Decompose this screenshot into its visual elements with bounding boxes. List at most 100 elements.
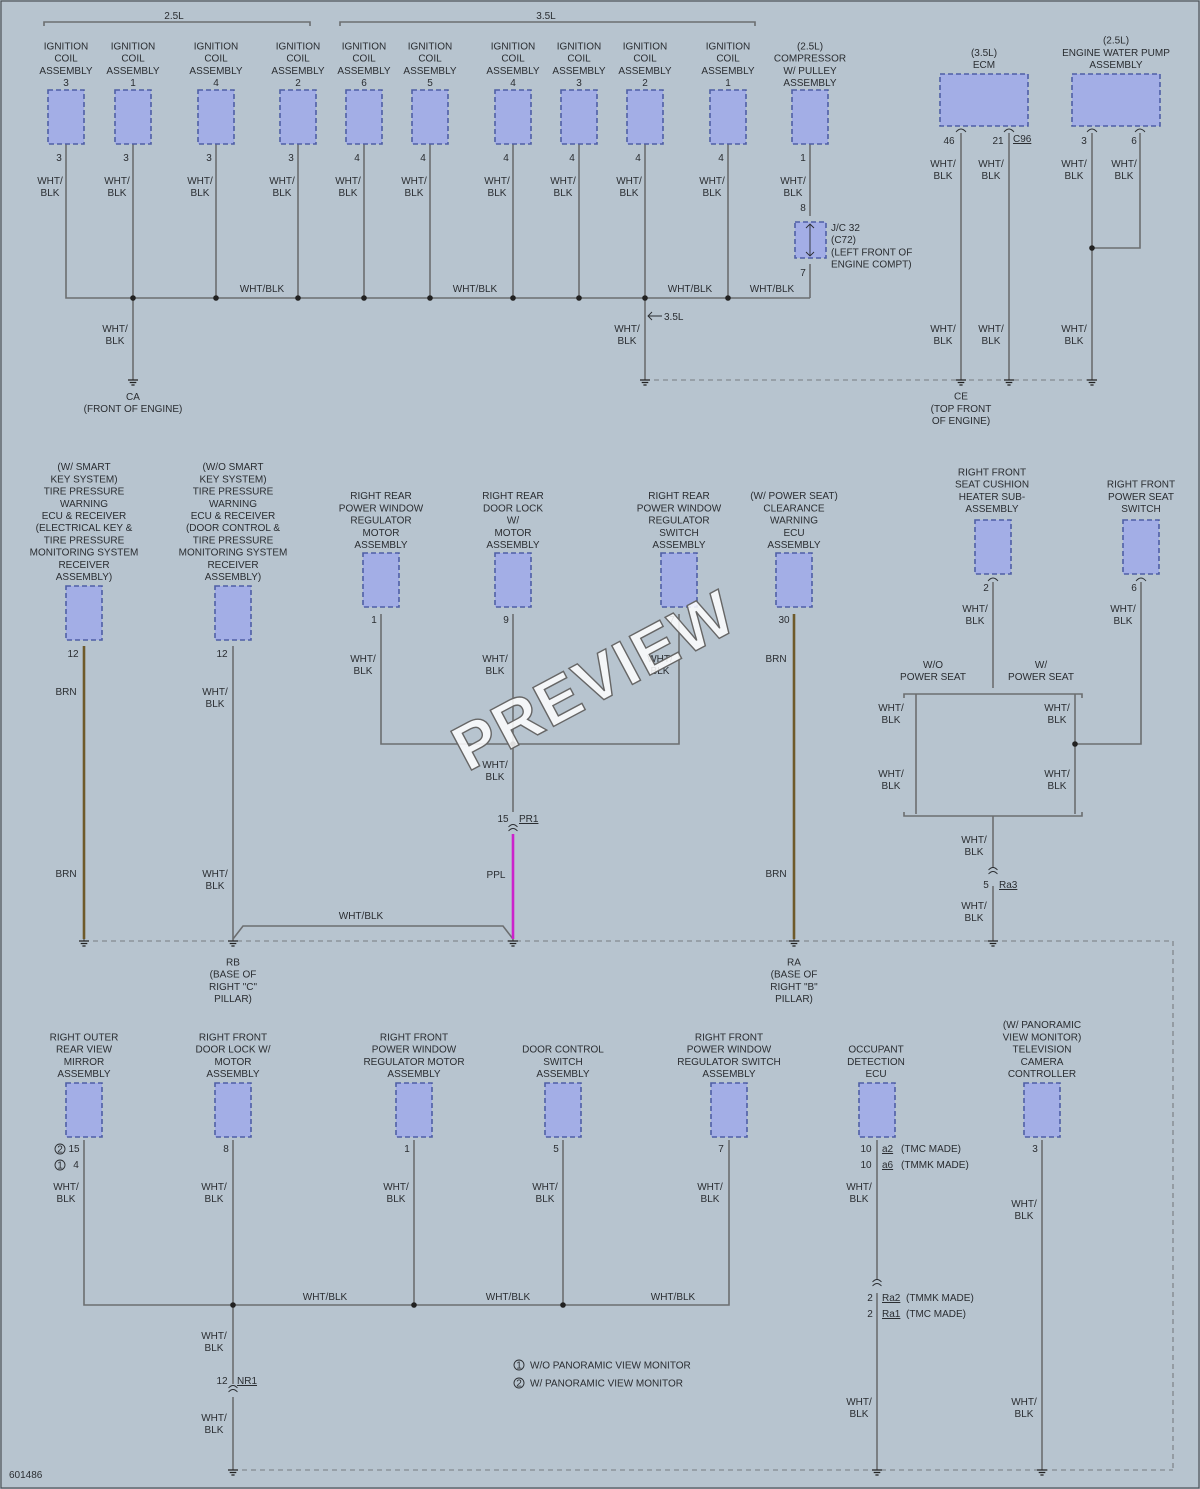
ignition-coil-coil_25_4-pin: 3 xyxy=(206,153,212,164)
wire-color-coil_35_5-2: BLK xyxy=(405,188,424,199)
wire-color-rf-window-switch-1: WHT/ xyxy=(697,1182,723,1193)
connector-nr1 xyxy=(228,1385,238,1393)
tpms-nosmart-label-7: MONITORING SYSTEM xyxy=(179,548,288,559)
ignition-coil-coil_35_5-label-1: COIL xyxy=(418,54,442,65)
tpms-smart-pin: 12 xyxy=(67,649,79,660)
wire-color-ra3-upper-1: WHT/ xyxy=(961,835,987,846)
rr-window-motor-pin: 1 xyxy=(371,615,377,626)
connector-ra1-pin: 2 xyxy=(867,1309,873,1320)
wire-color-coil_25_1-1: WHT/ xyxy=(104,176,130,187)
wire-color-w-2-2: BLK xyxy=(1048,781,1067,792)
water-pump-label-0: (2.5L) xyxy=(1103,36,1129,47)
water-pump-label-1: ENGINE WATER PUMP xyxy=(1062,48,1170,59)
wire-color-wo-2-2: BLK xyxy=(882,781,901,792)
wire-color-coil_35_1-2: BLK xyxy=(703,188,722,199)
outer-mirror-label-0: RIGHT OUTER xyxy=(50,1032,119,1043)
wire-color-coil_35_2-1: WHT/ xyxy=(616,176,642,187)
ignition-coil-coil_35_4-label-3: 4 xyxy=(510,78,516,89)
ignition-coil-coil_35_1-box xyxy=(709,89,747,145)
wire-color-coil_25_3-2: BLK xyxy=(41,188,60,199)
connector-nr1-id: NR1 xyxy=(237,1376,257,1387)
ground-rb-label-0: RB xyxy=(226,957,240,968)
wire-color-outer-mirror-1: WHT/ xyxy=(53,1182,79,1193)
ground-ra-label-1: (BASE OF xyxy=(771,970,818,981)
ground-ce-label-2: OF ENGINE) xyxy=(932,416,990,427)
conn-arc-1009 xyxy=(1003,128,1015,133)
connector-pr1-pin: 15 xyxy=(497,814,509,825)
ignition-coil-coil_25_4-label-0: IGNITION xyxy=(194,41,238,52)
ground-rb-label-1: (BASE OF xyxy=(210,970,257,981)
rf-window-switch-label-2: REGULATOR SWITCH xyxy=(677,1057,781,1068)
bracket-3-5l xyxy=(339,21,756,26)
door-control-switch-pin: 5 xyxy=(553,1144,559,1155)
rf-door-lock-label-3: ASSEMBLY xyxy=(206,1069,259,1080)
ground-ca-label-0: CA xyxy=(126,392,140,403)
tpms-nosmart-label-0: (W/O SMART xyxy=(203,462,264,473)
ground-camera xyxy=(1037,1469,1047,1476)
tpms-smart-label-7: MONITORING SYSTEM xyxy=(30,548,139,559)
tpms-smart-label-3: WARNING xyxy=(60,499,108,510)
seat-heater-label-1: SEAT CUSHION xyxy=(955,480,1029,491)
wire-color-nr1-lower-1: WHT/ xyxy=(201,1413,227,1424)
ecm-connector-c96: C96 xyxy=(1013,134,1032,145)
wire-color-ra3-upper-2: BLK xyxy=(965,847,984,858)
wire-color-pump-6-2: BLK xyxy=(1115,171,1134,182)
connector-ra2-id: Ra2 xyxy=(882,1293,901,1304)
door-control-switch-label-1: SWITCH xyxy=(543,1057,582,1068)
ignition-coil-coil_35_1-label-1: COIL xyxy=(716,54,740,65)
rr-window-switch-pin: 7 xyxy=(669,615,675,626)
camera-controller-pin: 3 xyxy=(1032,1144,1038,1155)
wire-color-ecm-46-1: WHT/ xyxy=(930,159,956,170)
outer-mirror-box xyxy=(65,1082,103,1138)
connector-ra1-id: Ra1 xyxy=(882,1309,901,1320)
ignition-coil-coil_35_2-pin: 4 xyxy=(635,153,641,164)
connector-ra2-note: (TMMK MADE) xyxy=(906,1293,974,1304)
outer-mirror-pin-4: 4 xyxy=(73,1160,79,1171)
splice-front-414 xyxy=(411,1302,417,1308)
connector-ra2-ra1 xyxy=(872,1279,882,1287)
wire-color-pump-3-1: WHT/ xyxy=(1061,159,1087,170)
bracket-2-5l xyxy=(43,21,311,26)
ignition-coil-coil_25_2-box xyxy=(279,89,317,145)
wire-color-coil_25_1-2: BLK xyxy=(108,188,127,199)
rr-door-lock-label-0: RIGHT REAR xyxy=(482,491,544,502)
seat-heater-conn xyxy=(987,577,999,582)
occupant-ecu-pin-a2: 10 xyxy=(860,1144,872,1155)
ground-rb-label-3: PILLAR) xyxy=(214,994,252,1005)
ignition-coil-coil_35_3-box xyxy=(560,89,598,145)
ignition-coil-coil_35_1-label-2: ASSEMBLY xyxy=(701,66,754,77)
outer-mirror-marker-1: 1 xyxy=(57,1161,63,1172)
split-w-power-seat-label-0: W/ xyxy=(1035,660,1047,671)
wire-color-pump-low-2: BLK xyxy=(1065,336,1084,347)
ignition-coil-coil_35_5-label-2: ASSEMBLY xyxy=(403,66,456,77)
ignition-coil-coil_25_4-box xyxy=(197,89,235,145)
ground-ce-1009 xyxy=(1004,379,1014,386)
wire-color-seat-brn-1: BRN xyxy=(765,654,786,665)
ignition-coil-coil_35_6-pin: 4 xyxy=(354,153,360,164)
wire-color-door-control-switch-1: WHT/ xyxy=(532,1182,558,1193)
tpms-nosmart-label-3: WARNING xyxy=(209,499,257,510)
ignition-coil-coil_25_2-label-0: IGNITION xyxy=(276,41,320,52)
wire-color-ecm-21-low-1: WHT/ xyxy=(978,324,1004,335)
ground-tpms xyxy=(79,940,89,947)
splice-front-563 xyxy=(560,1302,566,1308)
legend-symbol-2-ring xyxy=(513,1377,525,1389)
split-wo-power-seat-label-1: POWER SEAT xyxy=(900,672,966,683)
tpms-smart-label-9: ASSEMBLY) xyxy=(56,572,113,583)
rr-window-switch-label-1: POWER WINDOW xyxy=(637,503,722,514)
camera-controller-label-0: (W/ PANORAMIC xyxy=(1003,1020,1081,1031)
ground-ce-label-1: (TOP FRONT xyxy=(931,404,992,415)
branch-arrow xyxy=(647,311,662,321)
rr-window-switch-box xyxy=(660,552,698,608)
wire-color-ecm-21-2: BLK xyxy=(982,171,1001,182)
legend-text-1: W/O PANORAMIC VIEW MONITOR xyxy=(530,1361,691,1372)
bus-wire-label-2: WHT/BLK xyxy=(668,284,713,295)
rr-window-switch-label-4: ASSEMBLY xyxy=(652,540,705,551)
camera-controller-label-2: TELEVISION xyxy=(1013,1045,1072,1056)
ecm-pin-21: 21 xyxy=(992,136,1004,147)
bus-wire-label-3: WHT/BLK xyxy=(750,284,795,295)
wire-color-tpms-brn-2: BRN xyxy=(55,869,76,880)
seat-heater-pin: 2 xyxy=(983,583,989,594)
wire-color-occupant-upper-1: WHT/ xyxy=(846,1182,872,1193)
